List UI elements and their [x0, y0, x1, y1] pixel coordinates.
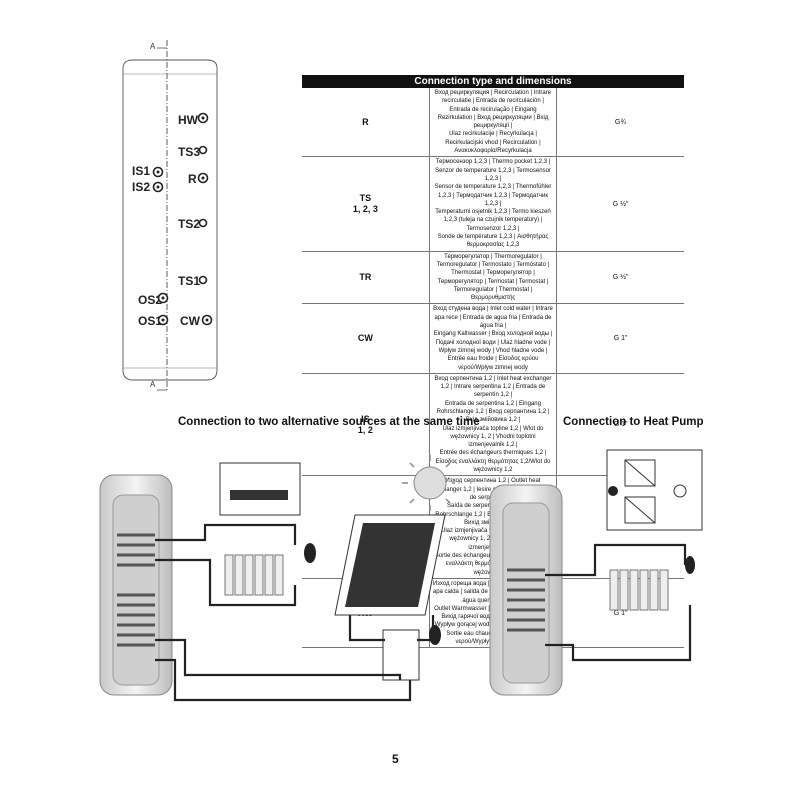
is1-label: IS1: [132, 164, 151, 178]
description-line: Вход студена вода | Inlet cold water | I…: [433, 306, 553, 330]
ts3-label: TS3: [178, 145, 201, 159]
solar-collector-icon: [334, 514, 446, 616]
description-line: Вход серпентина 1,2 | Inlet heat exchang…: [434, 375, 552, 399]
section-marker-top: A: [150, 42, 156, 51]
connection-description: Вход студена вода | Inlet cold water | I…: [429, 303, 558, 374]
description-line: Termoregulator | Thermostat | Θερμορυθμι…: [453, 286, 533, 302]
r-label: R: [188, 172, 197, 186]
connection-code: TS 1, 2, 3: [302, 156, 430, 252]
section-marker-bottom: A: [150, 380, 156, 389]
heat-pump-schematic: [489, 449, 703, 696]
description-line: Терморегулатор | Thermoregulator | Termo…: [436, 253, 550, 268]
description-line: Entrée des échangeurs thermiques 1,2 | Ε…: [435, 450, 551, 474]
description-line: Entrada de recirulação | Eingang Rezirku…: [437, 106, 549, 130]
connection-dimension: G¾: [556, 88, 684, 158]
connection-description: Термосензор 1,2,3 | Thermo pocket 1,2,3 …: [429, 156, 558, 252]
description-line: Thermostat | Терморегулятор | Терморегул…: [437, 270, 549, 285]
port-ts1-icon: [198, 275, 208, 285]
ts1-label: TS1: [178, 274, 201, 288]
description-line: Eingang Kaltwasser | Вход холодной воды …: [433, 331, 553, 346]
connection-code: CW: [302, 303, 430, 374]
sun-icon: [402, 455, 455, 511]
tank-section-drawing: [122, 40, 218, 391]
heating-boiler: [219, 462, 301, 516]
two-sources-schematic: [99, 455, 455, 702]
heat-pump-unit: [606, 449, 703, 531]
table-title: Connection type and dimensions: [302, 75, 684, 88]
description-line: Вход рециркуляция | Recirculation | Intr…: [434, 90, 552, 105]
description-line: Ulaz recirkulacije | Recyrkulacja | Reci…: [445, 131, 541, 155]
radiator-icon: [224, 554, 284, 596]
os1-label: OS1: [138, 314, 163, 328]
os2-label: OS2: [138, 293, 163, 307]
port-ts3-icon: [198, 145, 208, 155]
left-diagram-title: Connection to two alternative sources at…: [178, 416, 480, 428]
table-row: R Вход рециркуляция | Recirculation | Int…: [302, 88, 684, 158]
connection-dimension: G ½": [556, 156, 684, 252]
ts2-label: TS2: [178, 217, 201, 231]
port-ts2-icon: [198, 218, 208, 228]
connection-code: IS 1, 2: [302, 373, 430, 477]
hw-label: HW: [178, 113, 198, 127]
is2-label: IS2: [132, 180, 151, 194]
description-line: Sonde de température 1,2,3 | Αισθητήρας …: [437, 234, 549, 249]
radiator-icon-right: [609, 569, 669, 611]
connection-dimension: G ½": [556, 251, 684, 305]
connection-description: Терморегулатор | Thermoregulator | Termo…: [429, 251, 558, 305]
description-line: Temperaturni osjetnik 1,2,3 | Termo kies…: [435, 209, 551, 232]
connection-description: Вход серпентина 1,2 | Inlet heat exchang…: [429, 373, 558, 477]
cw-label: CW: [180, 314, 200, 328]
solar-pump-station: [382, 629, 420, 681]
description-line: Wpływ zimnej wody | Vhod hladne vode | E…: [438, 347, 548, 371]
description-line: Entrada de serpentina 1,2 | Eingang Rohr…: [436, 400, 550, 424]
table-row: TR Терморегулатор | Thermoregulator | Ter…: [302, 251, 684, 305]
page-number: 5: [392, 752, 399, 766]
tank-ports: [152, 112, 213, 326]
right-diagram-title: Connection to Heat Pump: [563, 416, 704, 428]
connection-description: Вход рециркуляция | Recirculation | Intr…: [429, 88, 558, 158]
connection-dimension: G 1": [556, 303, 684, 374]
connection-code: R: [302, 88, 430, 158]
connection-code: TR: [302, 251, 430, 305]
description-line: Ulaz izmjenjivača topline 1,2 | Wlot do …: [442, 425, 544, 449]
description-line: Термосензор 1,2,3 | Thermo pocket 1,2,3 …: [435, 159, 551, 182]
description-line: Sensor de temperature 1,2,3 | Thermofühl…: [434, 184, 552, 207]
